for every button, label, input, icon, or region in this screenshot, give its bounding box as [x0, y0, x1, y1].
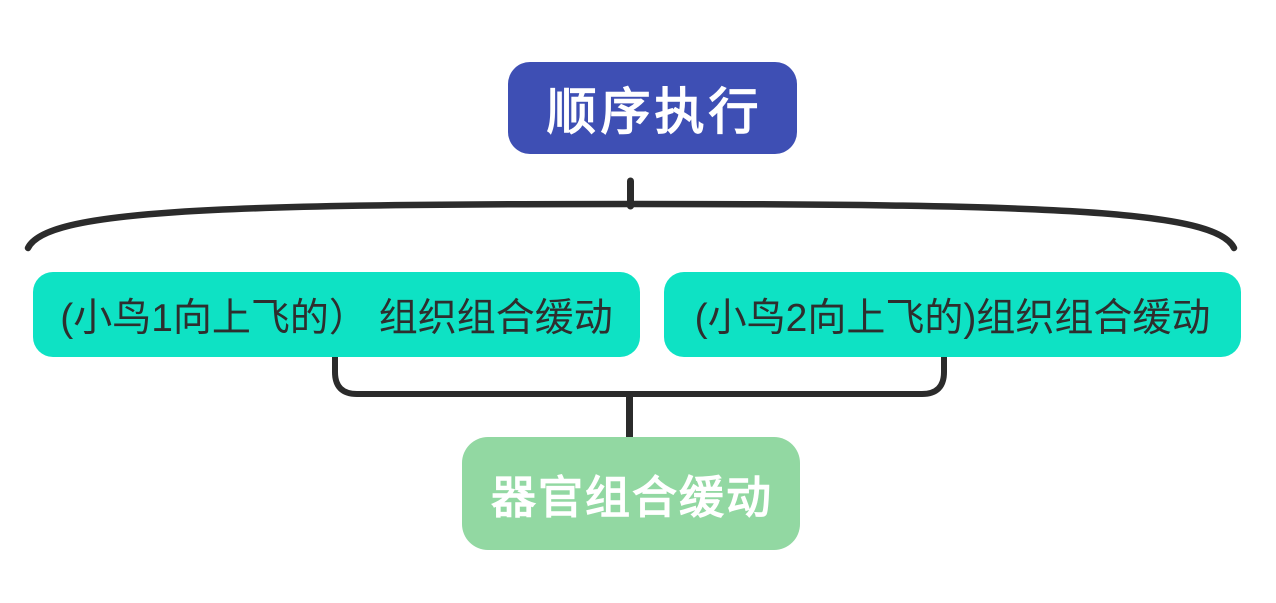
merge-node-organ-tween[interactable]: 器官组合缓动 [462, 437, 800, 550]
child-node-bird1-tween[interactable]: (小鸟1向上飞的） 组织组合缓动 [33, 272, 640, 357]
curved-bracket-connector [24, 200, 1238, 252]
root-node-sequential-execution[interactable]: 顺序执行 [508, 62, 797, 154]
child-node-bird2-label: (小鸟2向上飞的)组织组合缓动 [694, 296, 1211, 340]
child-node-bird2-tween[interactable]: (小鸟2向上飞的)组织组合缓动 [664, 272, 1241, 357]
merge-node-label: 器官组合缓动 [490, 472, 773, 523]
merge-bracket-connector [332, 354, 947, 397]
root-node-label: 顺序执行 [546, 84, 763, 140]
child-node-bird1-label: (小鸟1向上飞的） 组织组合缓动 [60, 296, 613, 340]
